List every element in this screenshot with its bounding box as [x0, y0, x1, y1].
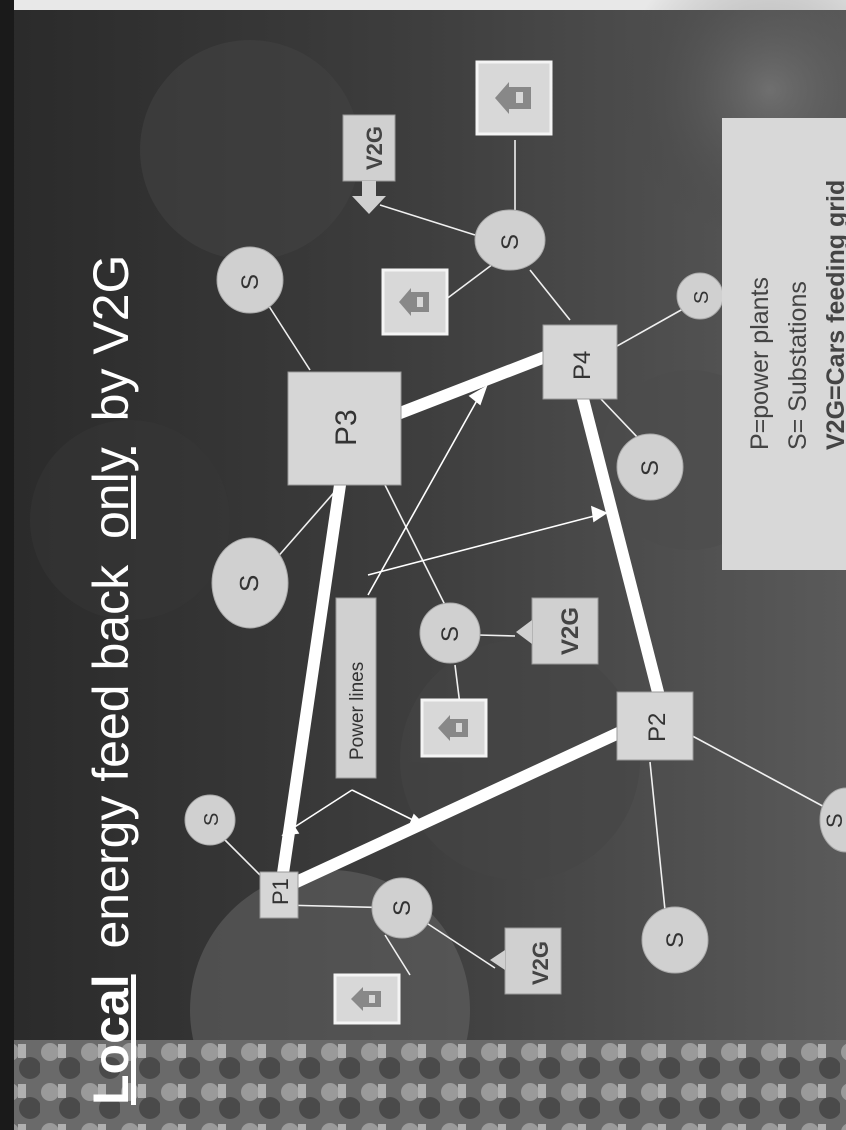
- svg-text:V2G: V2G: [362, 126, 387, 170]
- substation: S: [212, 538, 288, 628]
- title-local: Local: [83, 974, 139, 1105]
- substation: S: [372, 878, 432, 938]
- legend-box: P=power plants S= Substations V2G=Cars f…: [722, 118, 846, 570]
- power-plant-p2: P2: [617, 692, 693, 760]
- legend-line-2: S= Substations: [784, 281, 812, 450]
- substation: S: [185, 795, 235, 845]
- svg-text:Local energy feed back: Local energy feed back only by V2G: [83, 255, 139, 1105]
- svg-text:S: S: [497, 234, 524, 250]
- substation: S: [217, 247, 283, 313]
- title-only: only: [83, 447, 139, 539]
- legend-line-1: P=power plants: [746, 277, 774, 450]
- house-icon: [335, 975, 399, 1023]
- p4-label: P4: [569, 351, 596, 380]
- house-icon: [422, 700, 486, 756]
- p2-label: P2: [644, 713, 671, 742]
- p1-label: P1: [268, 878, 293, 905]
- p3-label: P3: [330, 409, 363, 446]
- power-plant-p1: P1: [260, 872, 298, 918]
- substation: S: [420, 603, 480, 663]
- title-by-v2g: by V2G: [83, 255, 139, 422]
- svg-text:S: S: [637, 460, 664, 476]
- substation: S: [642, 907, 708, 973]
- svg-text:S: S: [237, 274, 264, 290]
- power-plant-p3: P3: [288, 372, 401, 485]
- svg-text:Power lines: Power lines: [347, 662, 368, 760]
- legend-line-3: V2G=Cars feeding grid: [822, 180, 846, 450]
- svg-text:S: S: [201, 813, 223, 826]
- power-lines-label: Power lines: [336, 598, 376, 778]
- slide-title: Local energy feed back only by V2G: [83, 255, 139, 1105]
- substation: S: [617, 434, 683, 500]
- svg-text:S: S: [662, 932, 689, 948]
- svg-text:S: S: [389, 900, 416, 916]
- house-icon: [383, 270, 447, 334]
- title-energy: energy feed back: [83, 564, 139, 949]
- svg-text:S: S: [437, 626, 464, 642]
- substation: S: [475, 210, 545, 270]
- left-border: [0, 0, 14, 1130]
- house-icon: [477, 62, 551, 134]
- svg-text:S: S: [822, 813, 846, 828]
- svg-text:V2G: V2G: [557, 607, 584, 655]
- svg-text:V2G: V2G: [528, 941, 553, 985]
- svg-text:S: S: [234, 575, 264, 592]
- substation: S: [677, 273, 723, 319]
- svg-text:S: S: [691, 291, 713, 304]
- power-plant-p4: P4: [543, 325, 617, 399]
